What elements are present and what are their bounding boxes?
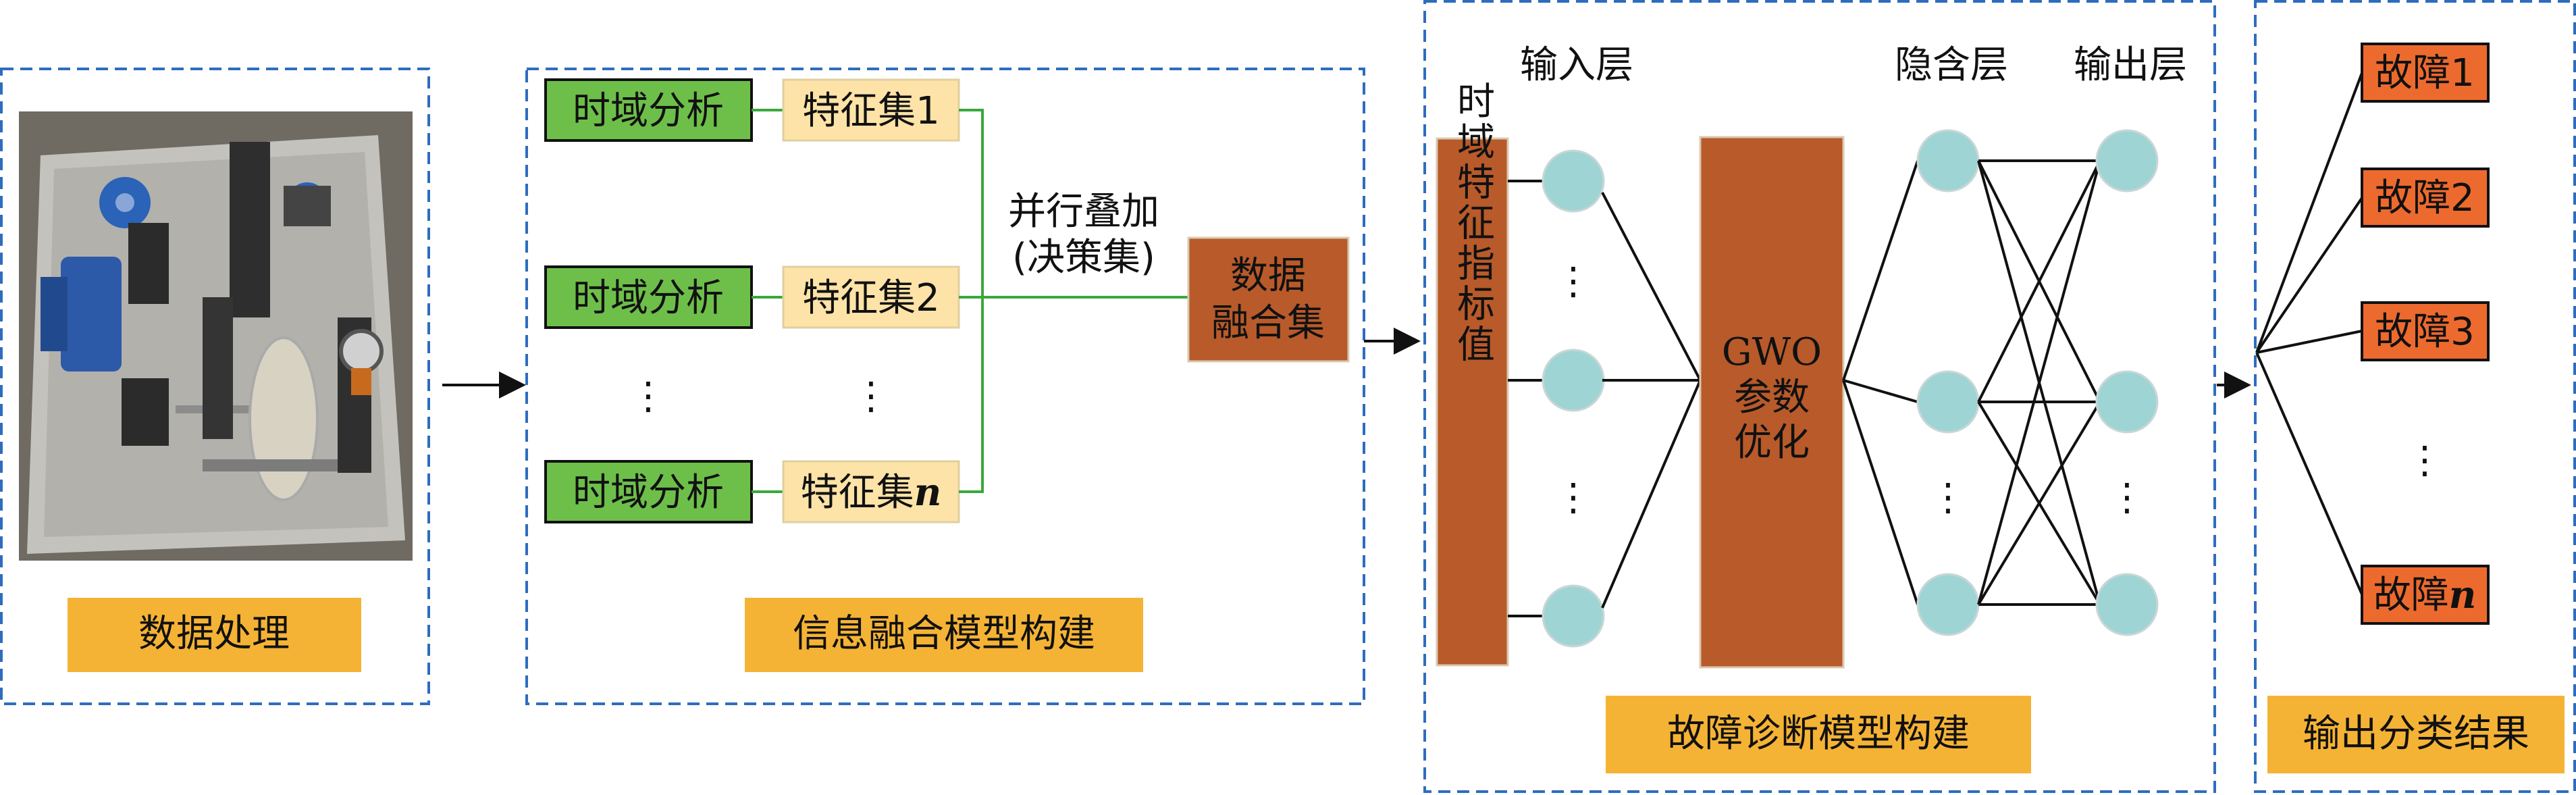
input-node-ellipsis-2: ⋮ [1554, 476, 1592, 519]
fault-box-1 [2361, 43, 2490, 103]
gwo-label: GWO [1722, 330, 1822, 374]
feature-ellipsis: ⋮ [852, 374, 890, 418]
fusion-panel [525, 68, 1365, 705]
output-label: 输出分类结果 [2303, 712, 2529, 756]
input-node-3 [1542, 584, 1605, 648]
diagnosis-label-box [1606, 696, 2031, 773]
hidden-node-2 [1916, 370, 1980, 434]
analysis-ellipsis: ⋮ [629, 374, 667, 418]
diagnosis-label: 故障诊断模型构建 [1667, 712, 1970, 756]
fusion-label: 信息融合模型构建 [793, 612, 1095, 656]
output-node-2 [2095, 370, 2159, 434]
fault-label-n: 故障n [2373, 573, 2477, 617]
feature-set-label-n: 特征集n [801, 470, 942, 515]
hidden-node-3 [1916, 573, 1980, 636]
gwo-optimize-label: 优化 [1734, 421, 1810, 465]
time-domain-analysis-box-n [544, 460, 753, 523]
fusion-label-box [745, 598, 1143, 672]
fault-box-3 [2361, 301, 2490, 361]
parallel-stack-label: 并行叠加 [1008, 190, 1159, 234]
input-node-1 [1542, 149, 1605, 213]
hidden-node-ellipsis: ⋮ [1929, 476, 1967, 519]
input-node-2 [1542, 349, 1605, 412]
feature-set-box-2 [782, 265, 960, 329]
gwo-optimization-box [1699, 136, 1845, 669]
gwo-to-hidden-lines [1842, 160, 1919, 605]
feature-set-box-n [782, 460, 960, 523]
output-node-ellipsis: ⋮ [2108, 476, 2146, 519]
time-domain-analysis-label-1: 时域分析 [573, 89, 724, 133]
decision-set-label: (决策集) [1012, 236, 1155, 280]
output-fan-lines [2255, 72, 2363, 595]
output-layer-label: 输出层 [2074, 43, 2187, 87]
gwo-param-label: 参数 [1734, 376, 1810, 419]
merge-bracket [959, 109, 1188, 493]
feature-set-label-1: 特征集1 [802, 89, 940, 133]
fault-box-n [2361, 565, 2490, 625]
time-domain-analysis-box-2 [544, 265, 753, 329]
output-node-1 [2095, 129, 2159, 193]
time-domain-features-label: 时域特征指标值 [1451, 81, 1495, 365]
fault-ellipsis: ⋮ [2406, 438, 2444, 482]
output-panel [2254, 0, 2576, 793]
time-domain-analysis-box-1 [544, 78, 753, 142]
time-domain-analysis-label-2: 时域分析 [573, 276, 724, 320]
output-label-box [2267, 696, 2565, 773]
data-fusion-label-2: 融合集 [1211, 301, 1325, 345]
data-processing-panel [0, 68, 430, 705]
input-layer-label: 输入层 [1520, 43, 1633, 87]
data-processing-label-box [68, 598, 361, 672]
fault-label-2: 故障2 [2375, 176, 2475, 220]
hidden-layer-label: 隐含层 [1895, 43, 2008, 87]
data-processing-label: 数据处理 [138, 612, 290, 656]
mechanical-test-rig-photo [19, 111, 413, 561]
output-node-3 [2095, 573, 2159, 636]
feature-set-box-1 [782, 78, 960, 142]
hidden-to-output-lines [1977, 159, 2101, 606]
time-domain-analysis-label-n: 时域分析 [573, 471, 724, 515]
fault-box-2 [2361, 168, 2490, 228]
fault-label-3: 故障3 [2375, 310, 2475, 354]
input-node-ellipsis-1: ⋮ [1554, 259, 1592, 303]
data-fusion-box [1187, 236, 1350, 363]
hidden-node-1 [1916, 129, 1980, 193]
input-to-gwo-lines [1601, 192, 1702, 609]
feature-set-label-2: 特征集2 [802, 276, 940, 320]
data-fusion-label-1: 数据 [1230, 254, 1306, 298]
time-domain-features-box [1436, 137, 1509, 667]
fault-label-1: 故障1 [2375, 51, 2475, 95]
diagnosis-panel [1423, 0, 2216, 793]
